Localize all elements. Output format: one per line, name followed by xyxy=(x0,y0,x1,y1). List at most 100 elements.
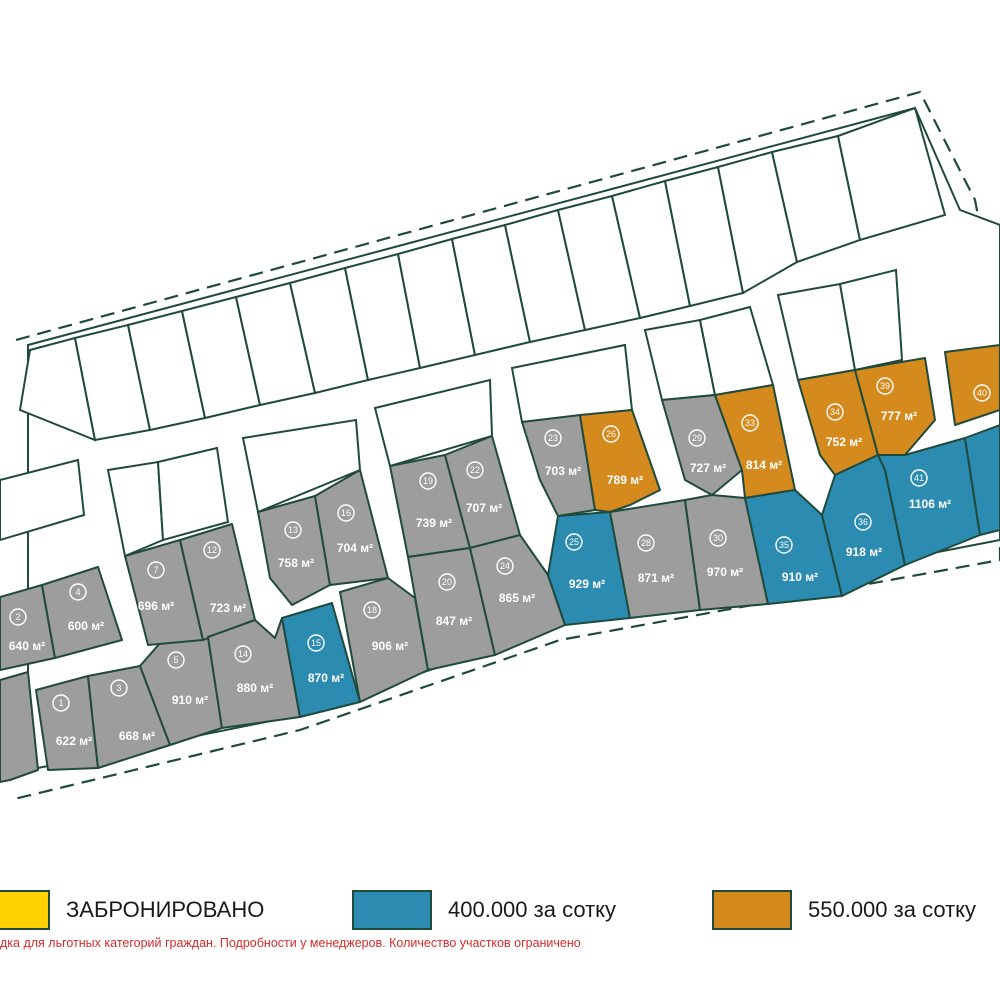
plot-number: 35 xyxy=(779,540,789,550)
plot-number: 41 xyxy=(914,473,924,483)
plot-area: 777 м² xyxy=(881,409,917,423)
plot-number: 36 xyxy=(858,517,868,527)
plot-number: 40 xyxy=(977,388,987,398)
plot-area: 918 м² xyxy=(846,545,882,559)
plot-number-badge xyxy=(565,533,583,551)
plot-number: 3 xyxy=(116,683,121,693)
plot-area: 727 м² xyxy=(690,461,726,475)
plot-edge-30[interactable] xyxy=(0,671,39,783)
empty-lot xyxy=(0,458,86,542)
legend-swatch-reserved xyxy=(0,890,50,930)
plot-area: 910 м² xyxy=(782,570,818,584)
plot-edge-29[interactable] xyxy=(964,424,1000,536)
plot-number: 26 xyxy=(606,429,616,439)
plot-number-badge xyxy=(363,601,381,619)
plot-shape[interactable] xyxy=(964,424,1000,536)
plot-area: 696 м² xyxy=(138,599,174,613)
plot-shape[interactable] xyxy=(0,671,39,783)
plot-number: 30 xyxy=(713,533,723,543)
plot-number: 28 xyxy=(641,538,651,548)
plot-number-badge xyxy=(910,469,928,487)
plot-33[interactable]: 33 814 м² xyxy=(714,384,796,499)
plot-number-badge xyxy=(775,536,793,554)
plot-number-badge xyxy=(741,414,759,432)
plot-area: 752 м² xyxy=(826,435,862,449)
plot-number-badge xyxy=(709,529,727,547)
plot-number-badge xyxy=(167,651,185,669)
plot-35[interactable]: 35 910 м² xyxy=(744,489,843,605)
plot-number: 34 xyxy=(830,407,840,417)
plot-shape[interactable] xyxy=(944,344,1000,426)
plot-number: 25 xyxy=(569,537,579,547)
plot-shape[interactable] xyxy=(41,566,123,659)
legend-swatch-price-550 xyxy=(712,890,792,930)
plot-number: 4 xyxy=(75,587,80,597)
plot-number: 33 xyxy=(745,418,755,428)
plot-7[interactable]: 7 696 м² xyxy=(124,539,204,646)
plot-number: 2 xyxy=(15,612,20,622)
empty-lot xyxy=(836,106,947,242)
plot-40[interactable]: 40 xyxy=(944,344,1000,426)
plot-number: 5 xyxy=(173,655,178,665)
plot-number: 16 xyxy=(341,508,351,518)
empty-lots xyxy=(0,106,947,558)
plot-number: 7 xyxy=(153,565,158,575)
plot-area: 970 м² xyxy=(707,565,743,579)
plot-number: 12 xyxy=(207,545,217,555)
plot-number-badge xyxy=(637,534,655,552)
plot-shape[interactable] xyxy=(521,414,596,517)
plot-shape[interactable] xyxy=(854,357,936,456)
plot-number: 22 xyxy=(470,465,480,475)
plot-number-badge xyxy=(203,541,221,559)
plot-number-badge xyxy=(52,694,70,712)
plot-shape[interactable] xyxy=(579,409,661,513)
plot-number-badge xyxy=(854,513,872,531)
plot-area: 871 м² xyxy=(638,571,674,585)
plot-area: 929 м² xyxy=(569,577,605,591)
plot-number-badge xyxy=(544,429,562,447)
plot-area: 789 м² xyxy=(607,473,643,487)
plot-area: 865 м² xyxy=(499,591,535,605)
plot-shape[interactable] xyxy=(257,495,331,606)
plot-5[interactable]: 5 910 м² xyxy=(139,636,223,746)
plot-26[interactable]: 26 789 м² xyxy=(579,409,661,513)
plot-area: 1106 м² xyxy=(909,497,951,511)
plot-30[interactable]: 30 970 м² xyxy=(684,494,769,611)
plot-area: 704 м² xyxy=(337,541,373,555)
plot-number: 15 xyxy=(311,638,321,648)
promo-note: дка для льготных категорий граждан. Подр… xyxy=(0,936,581,950)
plot-area: 703 м² xyxy=(545,464,581,478)
plot-number-badge xyxy=(337,504,355,522)
plot-area: 880 м² xyxy=(237,681,273,695)
plot-number-badge xyxy=(876,377,894,395)
plot-number-badge xyxy=(438,573,456,591)
plot-number: 1 xyxy=(58,698,63,708)
plot-number: 18 xyxy=(367,605,377,615)
plot-area: 814 м² xyxy=(746,458,782,472)
legend-price-550: 550.000 за сотку xyxy=(712,890,976,930)
plot-area: 847 м² xyxy=(436,614,472,628)
plot-area: 910 м² xyxy=(172,693,208,707)
empty-lot xyxy=(156,446,230,542)
plot-number-badge xyxy=(688,429,706,447)
plot-number: 13 xyxy=(288,525,298,535)
plot-number-badge xyxy=(307,634,325,652)
plot-number-badge xyxy=(147,561,165,579)
plot-number-badge xyxy=(9,608,27,626)
legend-label-reserved: ЗАБРОНИРОВАНО xyxy=(66,897,265,922)
plot-number: 19 xyxy=(423,476,433,486)
plot-area: 622 м² xyxy=(56,734,92,748)
